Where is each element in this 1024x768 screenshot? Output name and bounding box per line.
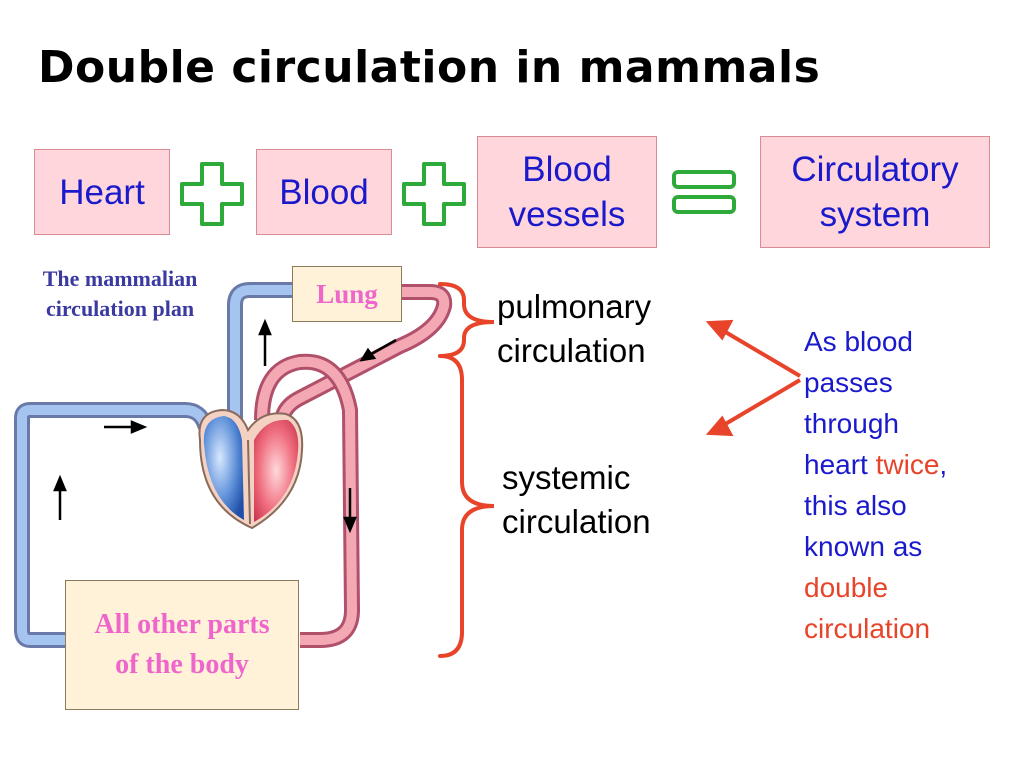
circulatory-system-label-line1: Circulatory — [791, 150, 959, 189]
systemic-circulation-label: systemic circulation — [502, 456, 651, 544]
note-double-text: double — [804, 572, 889, 603]
note-line1: As blood — [804, 326, 913, 357]
note-line2: passes — [804, 367, 893, 398]
heart-box: Heart — [34, 149, 170, 235]
systemic-line1: systemic — [502, 459, 631, 496]
page-title: Double circulation in mammals — [38, 42, 821, 93]
note-circulation-text: circulation — [804, 613, 931, 644]
circulatory-system-label-line2: system — [819, 195, 931, 234]
circulation-braces — [438, 282, 495, 658]
pulmonary-circulation-label: pulmonary circulation — [497, 285, 651, 373]
body-parts-label-line1: All other parts — [94, 609, 270, 640]
pulmonary-artery — [227, 282, 292, 445]
blood-vessels-label-line2: vessels — [508, 195, 626, 234]
plus-icon — [180, 162, 244, 226]
note-heart-text: heart — [804, 449, 876, 480]
circulatory-system-box: Circulatory system — [760, 136, 990, 248]
double-circulation-note: As blood passes through heart twice, thi… — [804, 321, 1019, 649]
note-line3: through — [804, 408, 899, 439]
blood-label: Blood — [279, 172, 369, 212]
systemic-line2: circulation — [502, 503, 651, 540]
diagram-caption-line2: circulation plan — [45, 296, 195, 321]
flow-arrows — [53, 318, 397, 534]
note-line4: heart twice, — [804, 444, 1019, 485]
pulmonary-line1: pulmonary — [497, 288, 652, 325]
blood-box: Blood — [256, 149, 392, 235]
systemic-vein — [13, 402, 213, 648]
note-line6: known as — [804, 531, 923, 562]
lung-box: Lung — [292, 266, 402, 322]
equals-icon — [672, 170, 736, 214]
body-parts-label-line2: of the body — [115, 649, 249, 680]
pulmonary-vein — [274, 284, 453, 422]
heart-label: Heart — [59, 172, 145, 212]
note-comma: , — [939, 449, 948, 480]
diagram-caption: The mammalian circulation plan — [14, 264, 226, 324]
pulmonary-line2: circulation — [497, 332, 646, 369]
heart-illustration — [198, 408, 304, 530]
aorta — [254, 353, 361, 648]
diagram-caption-line1: The mammalian — [42, 266, 198, 291]
lung-label: Lung — [316, 278, 378, 309]
plus-icon — [402, 162, 466, 226]
blood-vessels-box: Blood vessels — [477, 136, 657, 248]
note-twice-text: twice — [875, 449, 940, 480]
blood-vessels-label-line1: Blood — [522, 150, 612, 189]
note-line5: this also — [804, 490, 907, 521]
note-arrows — [705, 319, 802, 437]
body-parts-box: All other parts of the body — [65, 580, 299, 710]
